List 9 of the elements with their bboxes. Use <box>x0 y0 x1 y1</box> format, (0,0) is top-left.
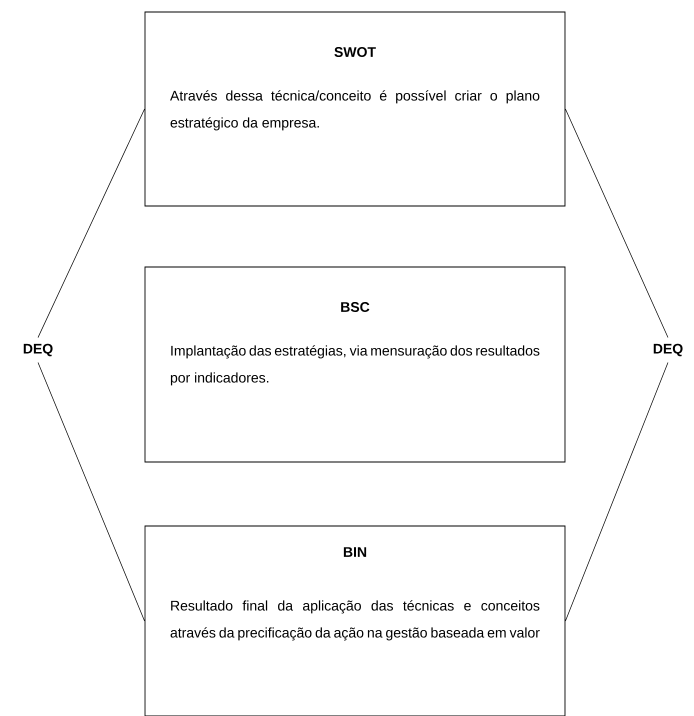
text-box: BIN Resultado final da aplicação das técnicas e conceitos através da precificação da ação na gestão baseada em valor <box>144 526 566 716</box>
side-label: DEQ <box>24 344 53 356</box>
side-label: DEQ <box>654 344 683 356</box>
text-box: SWOT Através dessa técnica/conceito é possível criar o plano estratégico da empresa. <box>144 12 566 206</box>
connector-line <box>565 362 668 622</box>
connector-line <box>565 108 668 338</box>
connector-line <box>38 108 145 338</box>
connector-line <box>38 362 145 622</box>
text-box: BSC Implantação das estratégias, via mensuração dos resultados por indicadores. <box>144 266 566 462</box>
